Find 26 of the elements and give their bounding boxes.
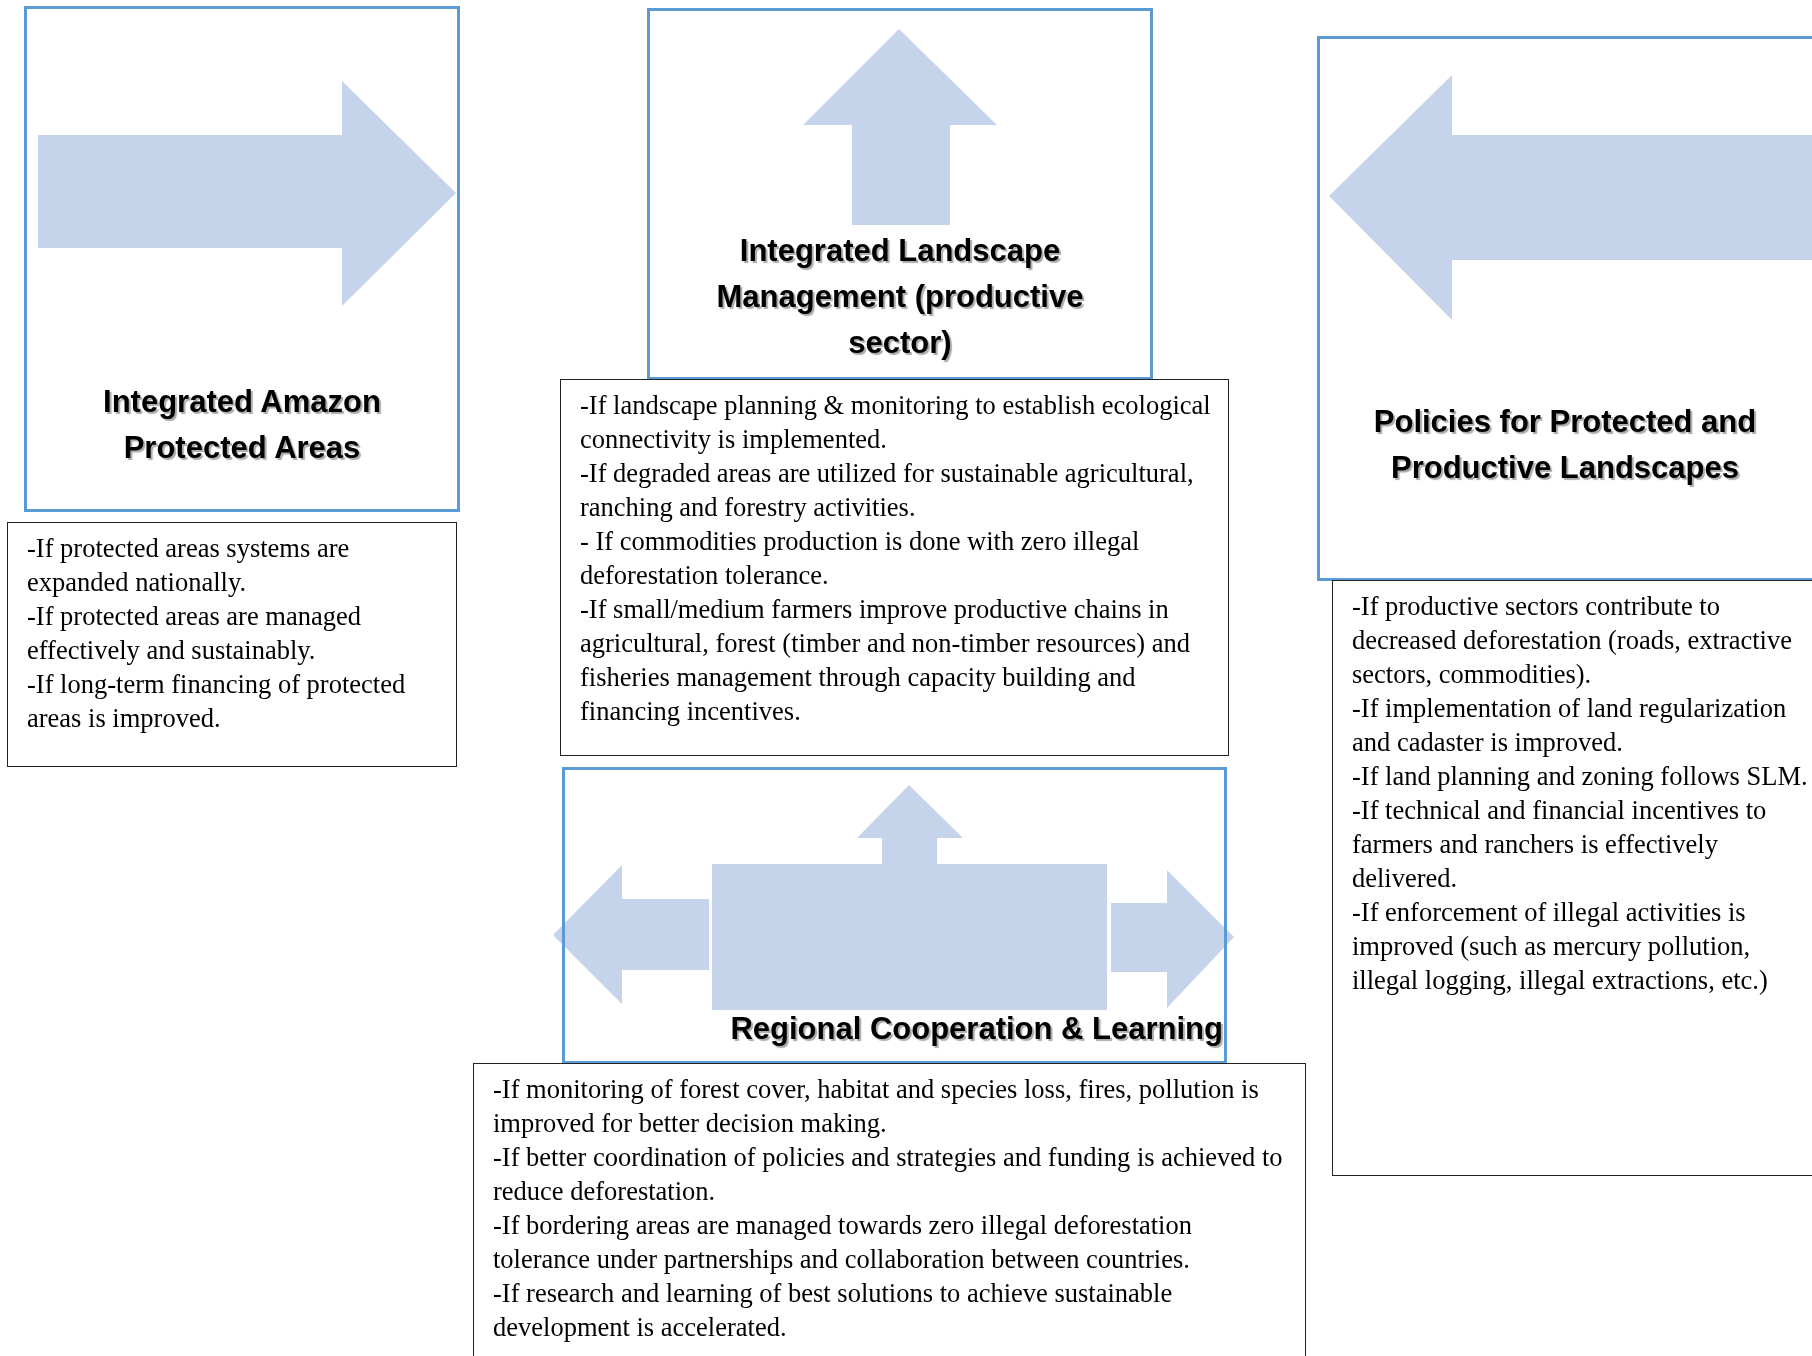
bullet-text: - If commodities production is done with zero illegal deforestation tolerance. [580, 525, 1141, 592]
bullet-text: -If better coordination of policies and strategies and funding is achieved to reduce deforestation. [493, 1141, 1284, 1208]
panel-title: Policies for Protected and Productive Landscapes [1372, 403, 1758, 487]
text-box [473, 1063, 1306, 1356]
panel-title: Regional Cooperation & Learning [729, 1010, 1223, 1048]
heading-panel [647, 8, 1153, 380]
bullet-text: -If long-term financing of protected areas is improved. [27, 668, 407, 735]
bullet-text: -If land planning and zoning follows SLM. [1352, 760, 1809, 793]
bullet-text: -If productive sectors contribute to decreased deforestation (roads, extractive sectors, commodities). [1352, 590, 1793, 691]
bullet-text: -If protected areas are managed effectively and sustainably. [27, 600, 362, 667]
bullet-text: -If enforcement of illegal activities is improved (such as mercury pollution, illegal logging, illegal extractions, etc.) [1352, 896, 1769, 997]
bullet-text: -If protected areas systems are expanded nationally. [27, 532, 351, 599]
bullet-text: -If monitoring of forest cover, habitat and species loss, fires, pollution is improved for better decision making. [493, 1073, 1260, 1140]
bullet-text: -If degraded areas are utilized for sustainable agricultural, ranching and forestry activities. [580, 457, 1195, 524]
bullet-text: -If implementation of land regularization and cadaster is improved. [1352, 692, 1788, 759]
bullet-text: -If technical and financial incentives to farmers and ranchers is effectively delivered. [1352, 794, 1768, 895]
text-box [7, 522, 457, 767]
panel-title: Integrated Landscape Management (productive sector) [715, 232, 1085, 362]
bullet-text: -If research and learning of best solutions to achieve sustainable development is accelerated. [493, 1277, 1174, 1344]
bullet-text: -If landscape planning & monitoring to establish ecological connectivity is implemented. [580, 389, 1212, 456]
bullet-text: -If small/medium farmers improve productive chains in agricultural, forest (timber and non-timber resources) and fisheries management through capacity building and financing incentives. [580, 593, 1191, 728]
panel-title: Integrated Amazon Protected Areas [102, 383, 382, 467]
text-box [1332, 580, 1812, 1176]
text-box [560, 379, 1229, 756]
bullet-text: -If bordering areas are managed towards zero illegal deforestation tolerance under partnerships and collaboration between countries. [493, 1209, 1193, 1276]
heading-panel [24, 6, 460, 512]
